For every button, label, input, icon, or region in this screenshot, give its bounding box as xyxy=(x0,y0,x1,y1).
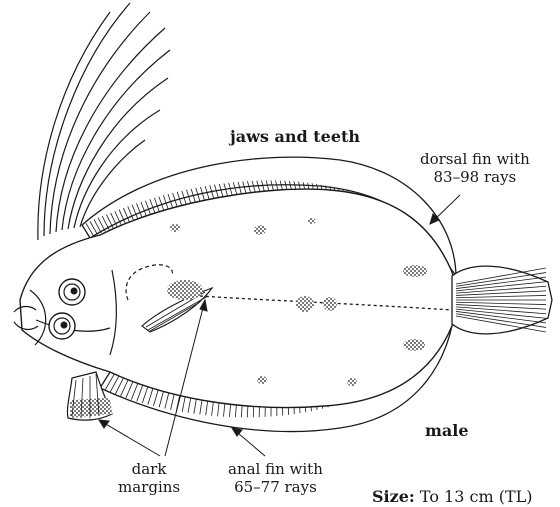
dorsal-fin-label: dorsal fin with 83–98 rays xyxy=(420,150,530,186)
male-label: male xyxy=(425,422,469,440)
dorsal-fin-label-line1: dorsal fin with xyxy=(420,150,530,168)
dark-margins-label: dark margins xyxy=(118,460,180,496)
lower-eye-icon xyxy=(49,313,75,339)
size-note: Size: To 13 cm (TL) xyxy=(372,487,533,506)
jaws-and-teeth-label: jaws and teeth xyxy=(230,128,360,146)
anal-fin-label: anal fin with 65–77 rays xyxy=(228,460,323,496)
size-value: To 13 cm (TL) xyxy=(415,487,533,506)
caudal-fin xyxy=(452,266,552,334)
anal-fin-label-line1: anal fin with xyxy=(228,460,323,478)
dorsal-fin-label-line2: 83–98 rays xyxy=(420,168,530,186)
dark-margins-label-line1: dark xyxy=(118,460,180,478)
anal-fin-label-line2: 65–77 rays xyxy=(228,478,323,496)
dark-margins-label-line2: margins xyxy=(118,478,180,496)
size-key: Size: xyxy=(372,487,415,506)
upper-eye-icon xyxy=(59,279,85,305)
